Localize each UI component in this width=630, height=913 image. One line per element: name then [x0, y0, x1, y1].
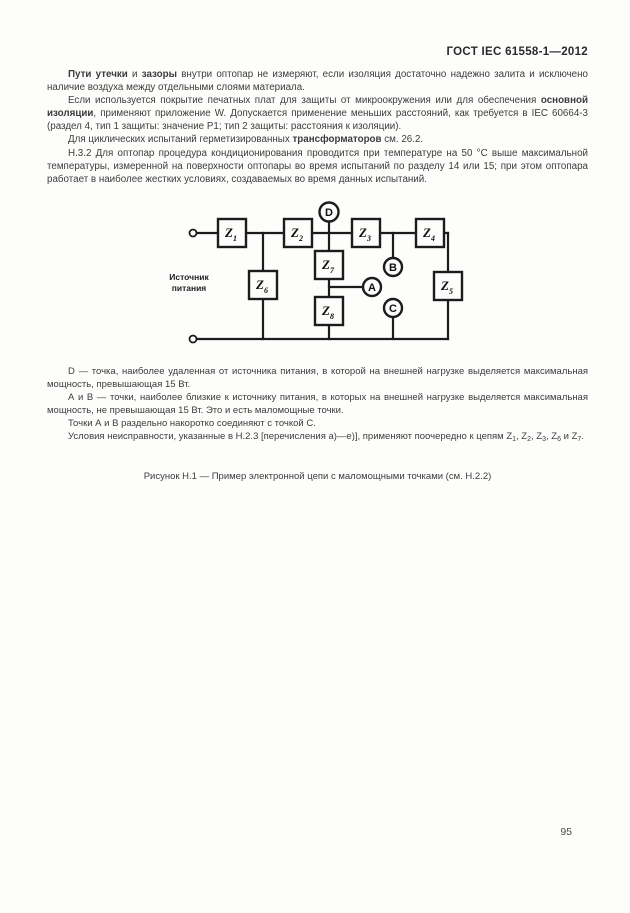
text-run: D — точка, наиболее удаленная от источни…	[47, 366, 588, 390]
subscript-run: 3	[542, 436, 547, 443]
text-run: , Z	[516, 431, 528, 442]
bold-text-run: Пути утечки	[68, 69, 128, 80]
svg-text:питания: питания	[172, 283, 207, 293]
svg-text:Z4: Z4	[422, 225, 435, 243]
bold-text-run: трансформаторов	[292, 134, 382, 146]
paragraph: Н.3.2 Для оптопар процедура кондициониро…	[47, 147, 588, 186]
text-run: А и В — точки, наиболее близкие к источн…	[47, 392, 588, 416]
svg-text:Z6: Z6	[255, 277, 268, 295]
text-run: Условия неисправности, указанные в Н.2.3…	[68, 431, 513, 442]
bold-text-run: зазоры	[141, 69, 178, 80]
source-label: Источник питания	[169, 272, 209, 293]
subscript-run: 1	[512, 436, 517, 443]
paragraph: Для циклических испытаний герметизирован…	[47, 133, 588, 146]
svg-text:Z2: Z2	[290, 225, 303, 243]
note-paragraph: А и В — точки, наиболее близкие к источн…	[47, 391, 588, 417]
text-run: см. 26.2.	[381, 134, 424, 146]
text-run: , применяют приложение W. Допускается пр…	[47, 108, 588, 133]
text-run: внутри оптопар не измеряют, если изоляци…	[47, 69, 588, 94]
source-terminal-bottom	[188, 334, 198, 344]
bold-text-run: основной изоляции	[47, 95, 588, 120]
text-run: и Z	[561, 431, 578, 442]
impedance-z8: Z8	[313, 295, 345, 327]
impedance-z6: Z6	[247, 269, 279, 301]
note-paragraph: Точки А и В раздельно накоротко соединяю…	[47, 417, 588, 430]
body-text-block: Пути утечки и зазоры внутри оптопар не и…	[47, 68, 588, 186]
svg-text:Источник: Источник	[169, 272, 209, 282]
paragraph: Если используется покрытие печатных плат…	[47, 94, 588, 133]
figure-caption: Рисунок Н.1 — Пример электронной цепи с …	[143, 471, 492, 482]
impedance-z1: Z1	[216, 217, 248, 249]
point-b-node: B	[382, 256, 404, 278]
text-run: и	[127, 69, 142, 80]
page-number: 95	[560, 826, 572, 838]
text-run: , Z	[531, 431, 543, 442]
svg-text:D: D	[325, 207, 333, 219]
subscript-run: 6	[557, 436, 562, 443]
circuit-figure: Z1 Z2 Z3 Z4 Z5 Z6	[148, 196, 488, 356]
note-paragraph: Условия неисправности, указанные в Н.2.3…	[47, 430, 588, 443]
paragraph: Пути утечки и зазоры внутри оптопар не и…	[47, 68, 588, 94]
note-paragraph: D — точка, наиболее удаленная от источни…	[47, 365, 588, 391]
svg-text:A: A	[368, 282, 376, 294]
impedance-z7: Z7	[313, 249, 345, 281]
figure-notes-block: D — точка, наиболее удаленная от источни…	[47, 365, 588, 443]
impedance-z2: Z2	[282, 217, 314, 249]
svg-text:C: C	[389, 303, 397, 315]
subscript-run: 2	[527, 436, 532, 443]
text-run: , Z	[546, 431, 558, 442]
impedance-z4: Z4	[414, 217, 446, 249]
point-c-node: C	[382, 297, 404, 319]
source-terminal-top	[188, 228, 198, 238]
point-a-node: A	[361, 276, 383, 298]
text-run: .	[581, 431, 584, 442]
circuit-diagram: Z1 Z2 Z3 Z4 Z5 Z6	[169, 201, 464, 344]
text-run: Для циклических испытаний герметизирован…	[68, 134, 293, 146]
impedance-z3: Z3	[350, 217, 382, 249]
svg-text:Z5: Z5	[440, 278, 453, 296]
page-header-title: ГОСТ IEC 61558-1—2012	[446, 46, 588, 58]
point-d-node: D	[318, 201, 340, 223]
svg-text:Z7: Z7	[321, 257, 335, 275]
text-run: Н.3.2 Для оптопар процедура кондициониро…	[47, 147, 588, 185]
text-run: Если используется покрытие печатных плат…	[68, 95, 541, 107]
svg-text:Z1: Z1	[224, 225, 237, 243]
svg-text:Z3: Z3	[358, 225, 371, 243]
svg-text:B: B	[389, 262, 397, 274]
impedance-z5: Z5	[432, 270, 464, 302]
svg-text:Z8: Z8	[321, 303, 334, 321]
subscript-run: 7	[577, 436, 582, 443]
text-run: Точки А и В раздельно накоротко соединяю…	[68, 418, 316, 429]
